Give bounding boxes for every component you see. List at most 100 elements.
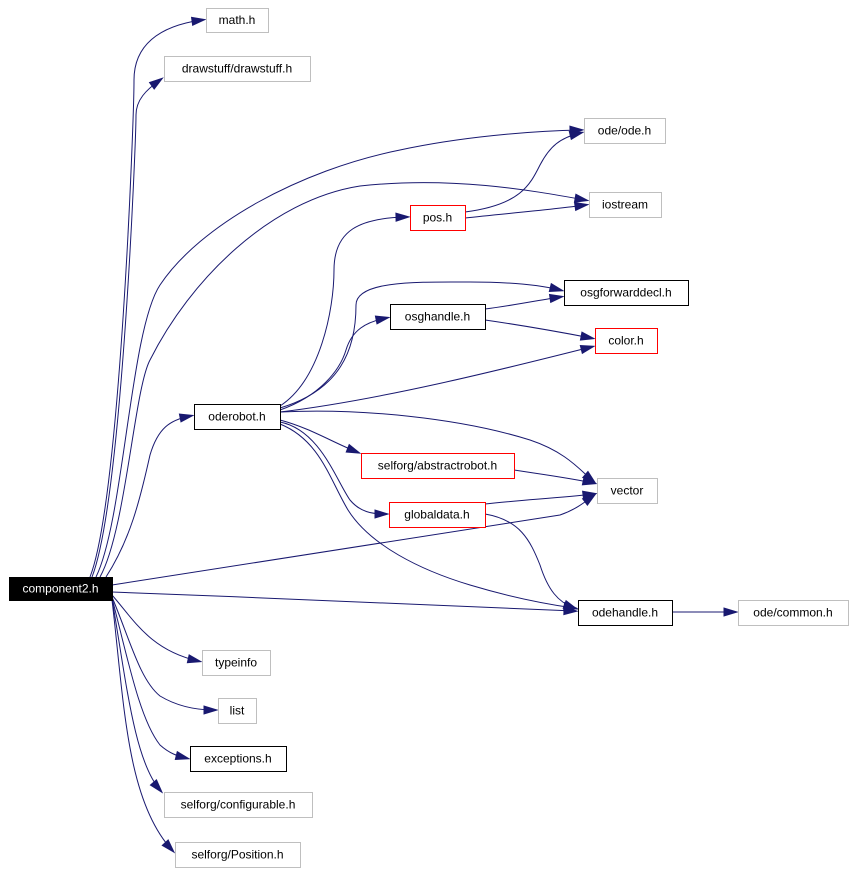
node-box xyxy=(589,192,662,218)
node-label: osgforwarddecl.h xyxy=(580,286,671,300)
edge-oderobot-to-osghandle xyxy=(279,315,391,411)
node-box xyxy=(597,478,658,504)
node-component2[interactable]: component2.h xyxy=(9,577,113,601)
edge-globaldata-to-vector xyxy=(484,490,598,505)
edge-arrowhead xyxy=(186,654,203,664)
node-label: selforg/Position.h xyxy=(191,848,283,862)
edge-line xyxy=(279,281,561,409)
node-osghandle[interactable]: osghandle.h xyxy=(390,304,486,330)
node-label: vector xyxy=(611,484,644,498)
edge-component2-to-position xyxy=(111,599,176,854)
edge-component2-to-math xyxy=(89,16,207,578)
node-box xyxy=(190,746,287,772)
node-label: drawstuff/drawstuff.h xyxy=(182,62,292,76)
node-exceptions[interactable]: exceptions.h xyxy=(190,746,287,772)
node-color[interactable]: color.h xyxy=(595,328,658,354)
node-label: ode/ode.h xyxy=(598,124,651,138)
edge-arrowhead xyxy=(149,779,164,794)
edge-line xyxy=(484,493,594,505)
edge-pos-to-ode_ode xyxy=(464,131,585,213)
node-oderobot[interactable]: oderobot.h xyxy=(194,404,281,430)
node-box xyxy=(738,600,849,626)
node-box xyxy=(578,600,673,626)
edge-line xyxy=(464,132,581,213)
edge-oderobot-to-pos xyxy=(279,212,411,407)
node-math[interactable]: math.h xyxy=(206,8,269,33)
edge-globaldata-to-odehandle xyxy=(484,513,579,610)
edge-arrowhead xyxy=(548,293,565,304)
node-box xyxy=(564,280,689,306)
node-ode_common[interactable]: ode/common.h xyxy=(738,600,849,626)
edge-line xyxy=(484,296,561,310)
edge-line xyxy=(513,469,594,484)
node-box xyxy=(218,698,257,724)
node-vector[interactable]: vector xyxy=(597,478,658,504)
edge-layer xyxy=(89,16,739,854)
edge-arrowhead xyxy=(148,77,164,90)
node-pos[interactable]: pos.h xyxy=(410,205,466,231)
node-iostream[interactable]: iostream xyxy=(589,192,662,218)
edge-line xyxy=(279,317,387,411)
node-box xyxy=(206,8,269,33)
edge-line xyxy=(111,591,575,612)
node-position[interactable]: selforg/Position.h xyxy=(175,842,301,868)
edge-line xyxy=(279,346,592,413)
edge-arrowhead xyxy=(548,282,565,292)
node-label: iostream xyxy=(602,198,648,212)
node-box xyxy=(584,118,666,144)
node-layer: component2.h math.h drawstuff/drawstuff.h o… xyxy=(9,8,849,868)
edge-component2-to-drawstuff xyxy=(91,77,164,578)
node-label: selforg/configurable.h xyxy=(181,798,296,812)
node-label: component2.h xyxy=(22,582,98,596)
node-osgforwarddecl[interactable]: osgforwarddecl.h xyxy=(564,280,689,306)
edge-osghandle-to-osgforwarddecl xyxy=(484,293,565,310)
edge-arrowhead xyxy=(345,443,362,454)
node-globaldata[interactable]: globaldata.h xyxy=(389,502,486,528)
edge-line xyxy=(111,597,187,759)
node-box xyxy=(9,577,113,601)
node-drawstuff[interactable]: drawstuff/drawstuff.h xyxy=(164,56,311,82)
edge-component2-to-vector xyxy=(111,493,597,586)
edge-arrowhead xyxy=(579,345,596,355)
node-label: math.h xyxy=(219,13,256,27)
node-label: odehandle.h xyxy=(592,606,658,620)
node-list[interactable]: list xyxy=(218,698,257,724)
edge-oderobot-to-color xyxy=(279,345,596,413)
node-box xyxy=(202,650,271,676)
edge-odehandle-to-ode_common xyxy=(672,607,739,617)
edge-oderobot-to-globaldata xyxy=(279,421,390,519)
node-box xyxy=(410,205,466,231)
node-ode_ode[interactable]: ode/ode.h xyxy=(584,118,666,144)
edge-arrowhead xyxy=(374,315,391,325)
edge-component2-to-iostream xyxy=(99,182,590,578)
node-label: globaldata.h xyxy=(404,508,469,522)
edge-osghandle-to-color xyxy=(484,319,596,341)
node-label: oderobot.h xyxy=(208,410,265,424)
edge-line xyxy=(111,495,594,586)
edge-component2-to-ode_ode xyxy=(95,125,585,578)
edge-line xyxy=(89,19,203,578)
node-box xyxy=(164,792,313,818)
edge-line xyxy=(464,204,586,219)
node-label: osghandle.h xyxy=(405,310,470,324)
edge-arrowhead xyxy=(190,16,207,27)
node-abstractrobot[interactable]: selforg/abstractrobot.h xyxy=(361,453,515,479)
edge-arrowhead xyxy=(568,131,585,141)
node-box xyxy=(194,404,281,430)
node-odehandle[interactable]: odehandle.h xyxy=(578,600,673,626)
node-configurable[interactable]: selforg/configurable.h xyxy=(164,792,313,818)
edge-arrowhead xyxy=(374,509,390,519)
edge-arrowhead xyxy=(573,201,590,212)
edge-line xyxy=(279,410,594,482)
edge-component2-to-list xyxy=(111,596,219,715)
node-label: selforg/abstractrobot.h xyxy=(378,459,497,473)
edge-component2-to-configurable xyxy=(111,598,164,794)
edge-line xyxy=(95,129,581,578)
edge-line xyxy=(279,421,386,515)
edge-arrowhead xyxy=(203,705,219,715)
edge-line xyxy=(484,513,575,609)
node-typeinfo[interactable]: typeinfo xyxy=(202,650,271,676)
edge-arrowhead xyxy=(174,750,191,760)
edge-abstractrobot-to-vector xyxy=(513,469,598,486)
